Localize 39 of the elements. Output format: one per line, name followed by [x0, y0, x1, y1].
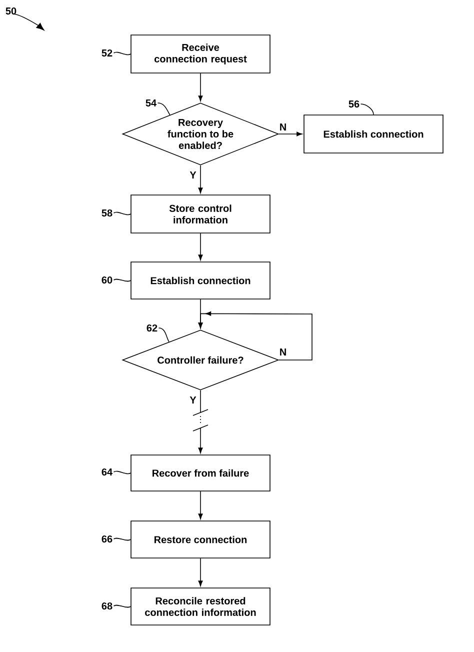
edge-label: Y — [189, 396, 197, 404]
callout-number: 58 — [102, 209, 112, 217]
process-box: Reconcile restored connection information — [130, 588, 270, 626]
process-box: Restore connection — [130, 520, 270, 558]
arrow — [198, 73, 203, 102]
leader-line — [113, 538, 131, 541]
leader-line — [157, 102, 170, 116]
arrow — [278, 132, 302, 136]
process-box: Store control information — [130, 194, 270, 234]
callout-number: 62 — [146, 324, 158, 332]
arrow — [198, 491, 203, 520]
arrow — [198, 233, 203, 260]
leader-line — [113, 212, 131, 216]
arrow — [198, 558, 203, 586]
callout-number: 68 — [102, 602, 112, 610]
leader-line — [360, 104, 374, 115]
leader-line — [113, 604, 131, 608]
edge-label: N — [278, 348, 288, 356]
callout-number: 56 — [348, 100, 360, 108]
leader-line — [14, 14, 44, 30]
process-box: Establish connection — [130, 262, 270, 300]
leader-line — [113, 470, 131, 474]
process-box: Establish connection — [304, 114, 444, 154]
edge-label: N — [278, 123, 288, 131]
callout-number: 64 — [102, 468, 112, 476]
arrow — [198, 165, 203, 194]
callout-number: 50 — [6, 7, 16, 15]
callout-number: 60 — [102, 276, 112, 284]
leader-line — [113, 278, 131, 282]
process-box: Receive connection request — [130, 34, 270, 74]
edge-label: Y — [189, 171, 197, 179]
callout-number: 66 — [102, 535, 112, 543]
callout-number: 54 — [146, 100, 156, 106]
leader-line — [158, 328, 170, 342]
arrow — [198, 390, 203, 454]
callout-number: 52 — [102, 49, 112, 57]
process-box: Recover from failure — [130, 454, 270, 492]
arrow — [198, 311, 312, 360]
leader-line — [113, 52, 131, 56]
